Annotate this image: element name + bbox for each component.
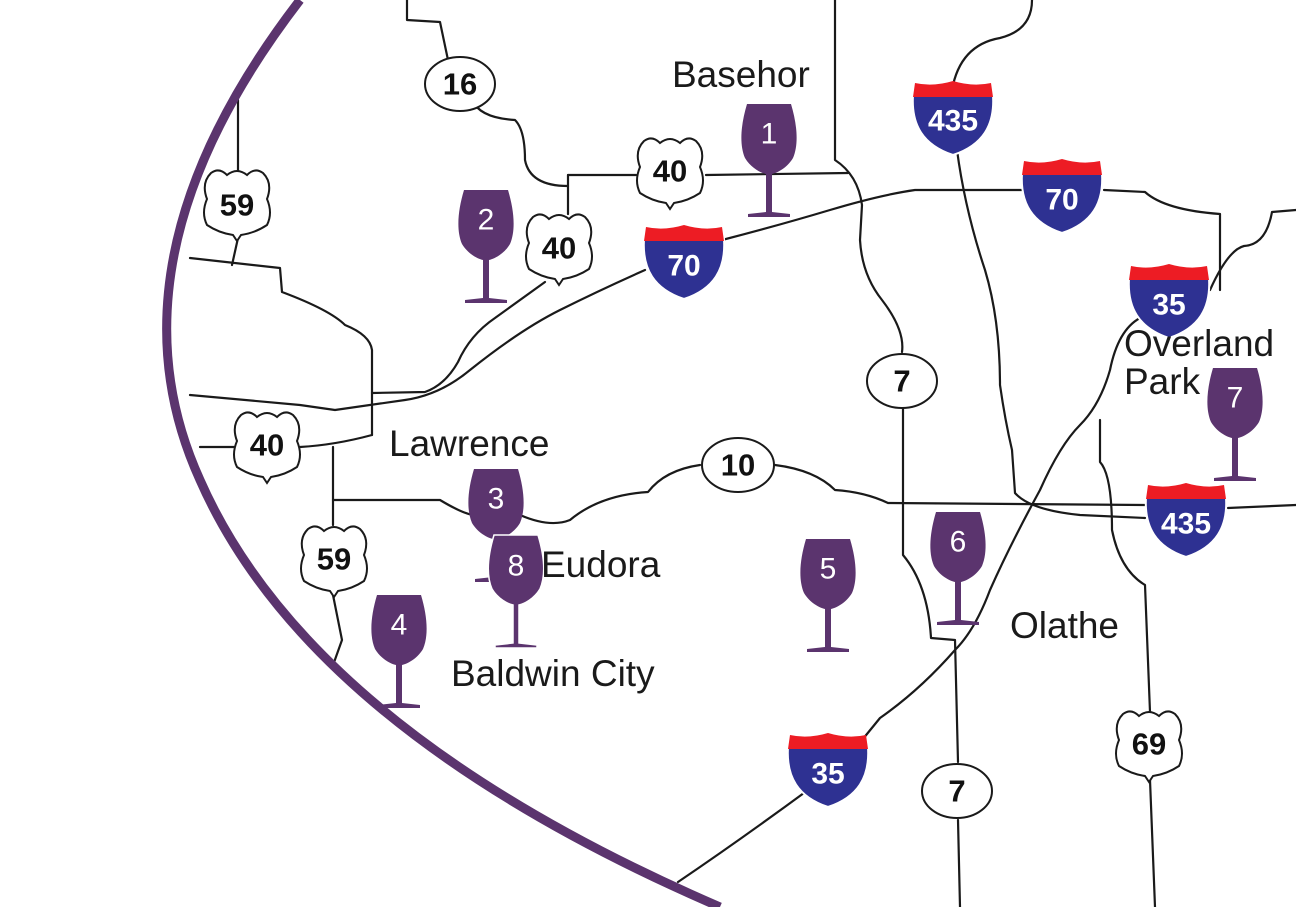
- svg-text:8: 8: [508, 550, 525, 583]
- road-segment: [470, 98, 570, 188]
- winery-marker-4[interactable]: 4: [371, 595, 427, 708]
- winery-marker-1[interactable]: 1: [741, 104, 797, 217]
- svg-text:40: 40: [653, 154, 687, 189]
- state-route-7-north: 7: [866, 353, 938, 409]
- region-boundary-arc: [162, 0, 722, 907]
- road-segment: [950, 0, 1034, 92]
- road-segment: [676, 788, 810, 884]
- road-network: [188, 0, 1296, 907]
- svg-text:16: 16: [443, 67, 477, 102]
- svg-text:435: 435: [1161, 508, 1211, 541]
- road-segment: [1098, 418, 1152, 714]
- road-segment: [773, 463, 1147, 507]
- road-segment: [901, 406, 960, 764]
- road-segment: [330, 593, 344, 670]
- road-segment: [1102, 188, 1222, 292]
- svg-text:70: 70: [667, 250, 700, 283]
- us-route-59-south: 59: [300, 525, 368, 598]
- svg-text:10: 10: [721, 448, 755, 483]
- road-segment: [720, 188, 1024, 242]
- road-segment: [1148, 778, 1157, 907]
- interstate-435-south: 435: [1144, 483, 1228, 558]
- city-label-park: Park: [1124, 361, 1201, 402]
- svg-text:7: 7: [948, 774, 965, 809]
- road-segment: [298, 433, 374, 449]
- road-segment: [188, 268, 647, 412]
- interstate-35-south: 35: [786, 733, 870, 808]
- road-segment: [833, 0, 904, 354]
- city-label-olathe: Olathe: [1010, 605, 1119, 646]
- winery-marker-3[interactable]: 3: [468, 469, 524, 582]
- svg-text:6: 6: [950, 526, 967, 559]
- svg-text:2: 2: [478, 204, 495, 237]
- city-label-baldwin-city: Baldwin City: [451, 653, 655, 694]
- road-segment: [1208, 208, 1296, 292]
- winery-marker-5[interactable]: 5: [800, 539, 856, 652]
- svg-text:40: 40: [250, 428, 284, 463]
- road-segment: [956, 818, 962, 907]
- road-segment: [518, 463, 702, 525]
- interstate-70-west: 70: [642, 225, 726, 300]
- interstate-35-north: 35: [1127, 264, 1211, 339]
- us-route-40-a: 40: [636, 137, 704, 210]
- city-label-lawrence: Lawrence: [389, 423, 549, 464]
- road-segment: [230, 236, 240, 267]
- us-route-40-c: 40: [233, 411, 301, 484]
- road-segment: [188, 256, 374, 437]
- state-route-10: 10: [701, 437, 775, 493]
- svg-text:4: 4: [391, 609, 408, 642]
- winery-marker-6[interactable]: 6: [930, 512, 986, 625]
- winery-marker-7[interactable]: 7: [1207, 368, 1263, 481]
- road-segment: [955, 148, 1147, 520]
- svg-text:35: 35: [811, 758, 844, 791]
- road-segment: [405, 0, 450, 62]
- svg-text:435: 435: [928, 105, 978, 138]
- road-segment: [1226, 503, 1296, 510]
- svg-text:70: 70: [1045, 184, 1078, 217]
- svg-text:69: 69: [1132, 727, 1166, 762]
- city-label-overland: Overland: [1124, 323, 1274, 364]
- interstate-70-east: 70: [1020, 159, 1104, 234]
- us-route-40-b: 40: [525, 213, 593, 286]
- state-route-7-south: 7: [921, 763, 993, 819]
- road-segment: [704, 171, 850, 177]
- us-route-69: 69: [1115, 710, 1183, 783]
- svg-text:59: 59: [220, 188, 254, 223]
- svg-text:40: 40: [542, 231, 576, 266]
- city-label-eudora: Eudora: [541, 544, 661, 585]
- svg-text:7: 7: [893, 364, 910, 399]
- state-route-16: 16: [424, 56, 496, 112]
- svg-text:5: 5: [820, 553, 837, 586]
- road-segment: [370, 280, 547, 395]
- svg-text:1: 1: [761, 118, 778, 151]
- road-segment: [856, 316, 1142, 747]
- winery-marker-8[interactable]: 8: [487, 534, 545, 649]
- svg-text:7: 7: [1227, 382, 1244, 415]
- interstate-435-north: 435: [911, 81, 995, 156]
- svg-text:59: 59: [317, 542, 351, 577]
- svg-text:3: 3: [488, 483, 505, 516]
- city-label-basehor: Basehor: [672, 54, 810, 95]
- us-route-59-north: 59: [203, 169, 271, 242]
- winery-marker-2[interactable]: 2: [458, 190, 514, 303]
- road-segment: [331, 498, 477, 517]
- svg-text:35: 35: [1152, 289, 1185, 322]
